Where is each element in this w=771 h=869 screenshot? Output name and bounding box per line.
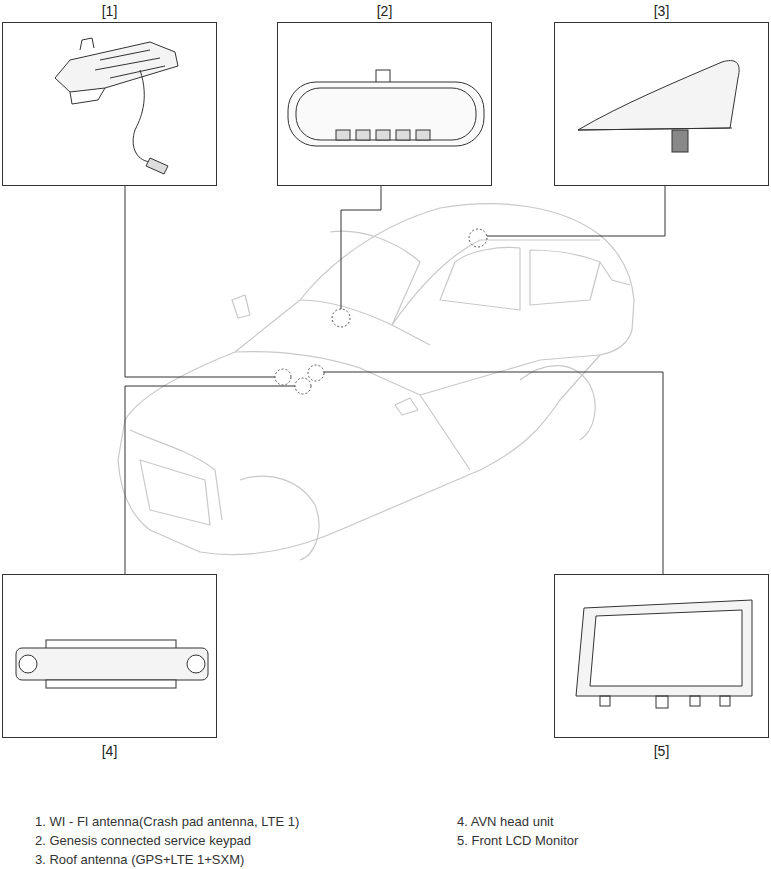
- part-box: [3]: [554, 22, 769, 186]
- part-box: [5]: [554, 574, 769, 738]
- location-marker: [275, 229, 487, 394]
- keypad-mirror-drawing: [288, 70, 484, 146]
- box-number: [4]: [3, 743, 216, 759]
- box-number: [2]: [278, 3, 491, 19]
- part-description: 1. WI - FI antenna(Crash pad antenna, LT…: [35, 814, 299, 829]
- part-description: 3. Roof antenna (GPS+LTE 1+SXM): [35, 852, 244, 867]
- leader-line: [125, 186, 665, 574]
- lcd-monitor-drawing: [576, 600, 752, 708]
- part-description: 2. Genesis connected service keypad: [35, 833, 251, 848]
- head-unit-drawing: [16, 640, 208, 688]
- part-box: [4]: [2, 574, 217, 738]
- box-number: [5]: [555, 743, 768, 759]
- part-description: 4. AVN head unit: [457, 814, 554, 829]
- part-description: 5. Front LCD Monitor: [457, 833, 578, 848]
- roof-antenna-drawing: [578, 61, 739, 152]
- box-number: [1]: [3, 3, 216, 19]
- car-illustration: [118, 204, 634, 560]
- part-box: [1]: [2, 22, 217, 186]
- wifi-antenna-drawing: [55, 38, 178, 174]
- box-number: [3]: [555, 3, 768, 19]
- part-box: [2]: [277, 22, 492, 186]
